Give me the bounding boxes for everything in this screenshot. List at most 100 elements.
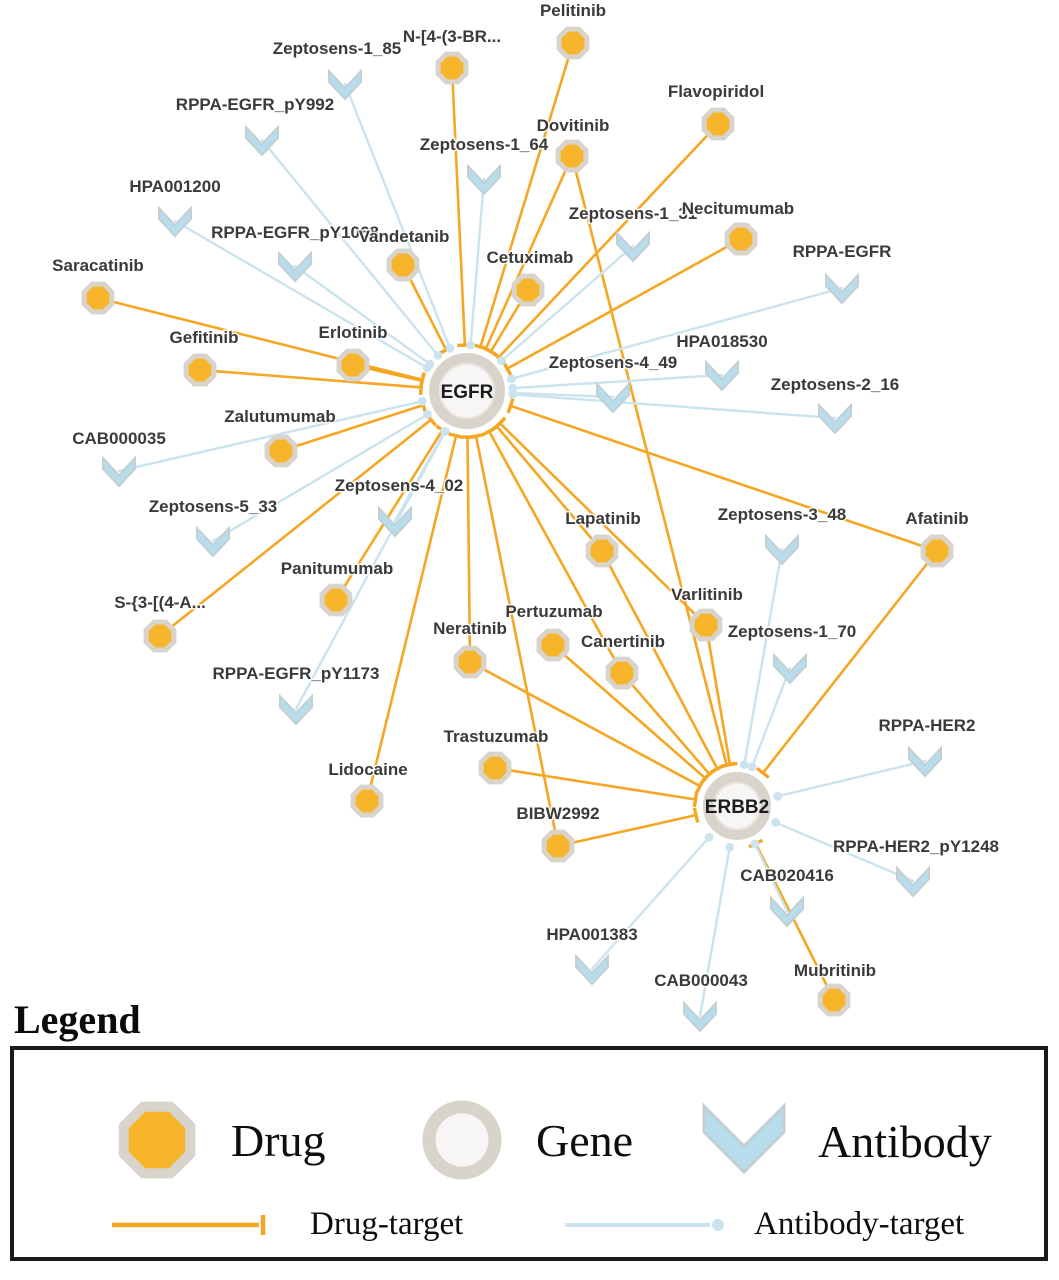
antibody-chevron-icon bbox=[702, 1102, 786, 1175]
drug-node[interactable] bbox=[386, 248, 420, 282]
node-label: Cetuximab bbox=[487, 248, 574, 267]
antibody-target-edge bbox=[117, 400, 424, 473]
antibody-chevron-icon bbox=[616, 230, 650, 263]
antibody-edge-dot bbox=[506, 374, 516, 384]
antibody-node[interactable] bbox=[765, 533, 799, 566]
antibody-node[interactable] bbox=[770, 895, 804, 928]
antibody-chevron-icon bbox=[328, 68, 362, 101]
legend-title: Legend bbox=[14, 997, 141, 1042]
legend-item-drug-target: Drug-target bbox=[109, 1206, 463, 1243]
antibody-node[interactable] bbox=[896, 865, 930, 898]
node-label: RPPA-EGFR_pY1173 bbox=[213, 664, 380, 683]
antibody-node[interactable] bbox=[279, 693, 313, 726]
drug-node[interactable] bbox=[435, 51, 469, 85]
drug-node[interactable] bbox=[556, 26, 590, 60]
antibody-node[interactable] bbox=[278, 250, 312, 283]
drug-node[interactable] bbox=[555, 139, 589, 173]
gene-node[interactable]: EGFR bbox=[429, 353, 505, 429]
antibody-node[interactable] bbox=[596, 381, 630, 414]
drug-octagon-icon bbox=[556, 26, 590, 60]
drug-node[interactable] bbox=[605, 656, 639, 690]
drug-node[interactable] bbox=[817, 983, 851, 1017]
drug-target-edge bbox=[551, 643, 707, 780]
drug-node[interactable] bbox=[319, 583, 353, 617]
node-label: BIBW2992 bbox=[516, 804, 599, 823]
drug-octagon-icon bbox=[435, 51, 469, 85]
drug-node[interactable] bbox=[920, 534, 954, 568]
antibody-node[interactable] bbox=[773, 652, 807, 685]
node-label: CAB000043 bbox=[654, 971, 748, 990]
drug-octagon-icon bbox=[541, 829, 575, 863]
drug-node[interactable] bbox=[453, 645, 487, 679]
antibody-node[interactable] bbox=[467, 163, 501, 196]
drug-octagon-icon bbox=[724, 222, 758, 256]
node-label: Dovitinib bbox=[537, 116, 610, 135]
antibody-node[interactable] bbox=[102, 455, 136, 488]
drug-node[interactable] bbox=[183, 353, 217, 387]
node-label: RPPA-HER2_pY1248 bbox=[833, 837, 999, 856]
node-label: Canertinib bbox=[581, 632, 665, 651]
drug-target-edge bbox=[620, 671, 711, 776]
antibody-edge-dot bbox=[771, 818, 781, 827]
drug-node[interactable] bbox=[536, 628, 570, 662]
drug-target-edge bbox=[158, 418, 433, 638]
drug-node[interactable] bbox=[81, 281, 115, 315]
antibody-node[interactable] bbox=[245, 124, 279, 157]
antibody-node[interactable] bbox=[683, 1000, 717, 1033]
antibody-edge-dot bbox=[417, 396, 427, 406]
node-label: RPPA-HER2 bbox=[879, 716, 976, 735]
drug-target-edge bbox=[704, 623, 732, 766]
drug-node[interactable] bbox=[143, 619, 177, 653]
antibody-edge-dot bbox=[445, 343, 455, 353]
node-label: HPA001200 bbox=[129, 177, 220, 196]
legend-item-antibody: Antibody bbox=[696, 1102, 992, 1180]
node-label: N-[4-(3-BR... bbox=[403, 27, 501, 46]
node-label: Lapatinib bbox=[565, 509, 641, 528]
drug-node[interactable] bbox=[689, 608, 723, 642]
drug-node[interactable] bbox=[701, 107, 735, 141]
node-label: Panitumumab bbox=[281, 559, 393, 578]
antibody-target-edge bbox=[698, 846, 731, 1018]
antibody-node[interactable] bbox=[378, 505, 412, 538]
drug-node[interactable] bbox=[541, 829, 575, 863]
antibody-node[interactable] bbox=[705, 359, 739, 392]
drug-target-edge bbox=[556, 813, 698, 848]
antibody-chevron-icon bbox=[196, 525, 230, 558]
node-label: Trastuzumab bbox=[444, 727, 549, 746]
antibody-node[interactable] bbox=[908, 745, 942, 778]
antibody-node[interactable] bbox=[196, 525, 230, 558]
inhibition-tee bbox=[692, 807, 700, 823]
drug-node[interactable] bbox=[724, 222, 758, 256]
antibody-target-edge bbox=[743, 547, 784, 766]
antibody-node[interactable] bbox=[616, 230, 650, 263]
node-label: Zeptosens-5_33 bbox=[149, 497, 278, 516]
drug-octagon-icon bbox=[701, 107, 735, 141]
inhibition-tee bbox=[493, 416, 507, 430]
antibody-target-edge bbox=[173, 219, 429, 370]
gene-label: ERBB2 bbox=[705, 797, 769, 818]
drug-target-edge bbox=[198, 368, 423, 389]
drug-target-edge-icon bbox=[112, 1214, 266, 1235]
antibody-node[interactable] bbox=[818, 402, 852, 435]
gene-node[interactable]: ERBB2 bbox=[703, 772, 771, 840]
drug-octagon-icon bbox=[920, 534, 954, 568]
drug-node[interactable] bbox=[336, 348, 370, 382]
drug-target-edge bbox=[761, 549, 939, 775]
drug-node[interactable] bbox=[478, 751, 512, 785]
gene-circle-icon bbox=[703, 772, 771, 840]
drug-node[interactable] bbox=[264, 434, 298, 468]
antibody-node[interactable] bbox=[825, 272, 859, 305]
node-label: Zeptosens-1_70 bbox=[728, 622, 857, 641]
drug-node[interactable] bbox=[511, 273, 545, 307]
antibody-chevron-icon bbox=[279, 693, 313, 726]
antibody-node[interactable] bbox=[575, 953, 609, 986]
drug-node[interactable] bbox=[350, 784, 384, 818]
antibody-target-edge bbox=[511, 393, 837, 420]
node-label: Erlotinib bbox=[319, 323, 388, 342]
drug-node[interactable] bbox=[585, 534, 619, 568]
antibody-node[interactable] bbox=[328, 68, 362, 101]
antibody-node[interactable] bbox=[158, 205, 192, 238]
antibody-edge-dot bbox=[739, 760, 749, 770]
drug-target-edge bbox=[474, 434, 560, 848]
